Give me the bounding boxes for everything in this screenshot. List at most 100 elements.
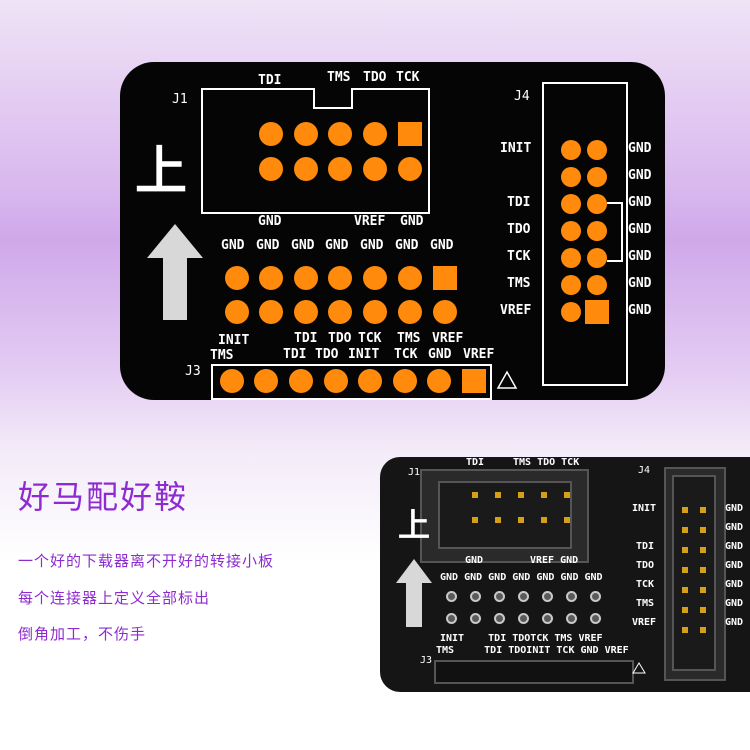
j1-label-tdi: TDI <box>258 73 282 88</box>
photo-j4-right: GND <box>725 598 744 609</box>
board-photo: J1 TDI TMS TDO TCK 上 GND VREF GND GND GN… <box>380 457 750 692</box>
j3-label-init: INIT <box>348 347 380 362</box>
photo-j3-ref: J3 <box>420 655 433 666</box>
j4-right-label: GND <box>628 276 652 291</box>
pin1-triangle-icon <box>496 370 518 389</box>
j2-label-vref: VREF <box>432 331 464 346</box>
j4-pad <box>561 302 581 322</box>
j4-left-label: TCK <box>507 249 531 264</box>
j2-gnd-label: GND <box>395 238 419 253</box>
j2-label-init: INIT <box>218 333 250 348</box>
photo-row-b: TMS TDI TDOINIT TCK GND VREF <box>436 645 629 656</box>
photo-j4-left: INIT <box>632 503 657 514</box>
j2-pad <box>328 266 352 290</box>
photo-j3-header <box>434 660 634 684</box>
j1-pad <box>398 157 422 181</box>
j3-pad <box>220 369 244 393</box>
photo-up-arrow-icon <box>396 559 432 627</box>
j3-outline <box>211 364 492 400</box>
j4-pad <box>561 194 581 214</box>
j1-pad <box>259 157 283 181</box>
j4-right-label: GND <box>628 303 652 318</box>
j2-label-tck: TCK <box>358 331 382 346</box>
j1-pad <box>363 157 387 181</box>
j2-pad <box>225 266 249 290</box>
j1-key-notch <box>313 88 353 109</box>
j4-right-label: GND <box>628 195 652 210</box>
description-line-1: 一个好的下载器离不开好的转接小板 <box>18 552 275 570</box>
j4-left-label: TMS <box>507 276 531 291</box>
photo-j4-left: VREF <box>632 617 657 628</box>
up-arrow-icon <box>147 224 203 320</box>
j1-label-gnd: GND <box>258 214 282 229</box>
j3-pad <box>324 369 348 393</box>
photo-j4-right: GND <box>725 503 744 514</box>
j1-label-gnd2: GND <box>400 214 424 229</box>
j2-pad <box>225 300 249 324</box>
j2-pad <box>328 300 352 324</box>
j1-label-vref: VREF <box>354 214 386 229</box>
j4-key-notch <box>607 202 623 262</box>
photo-j1-ref: J1 <box>408 467 421 478</box>
photo-j1-gnd: GND <box>465 555 484 566</box>
up-glyph: 上 <box>135 142 188 202</box>
j4-pad <box>587 194 607 214</box>
j3-pad <box>427 369 451 393</box>
j4-left-label: INIT <box>500 141 532 156</box>
j2-gnd-label: GND <box>325 238 349 253</box>
pcb-board: J1 TDI TMS TDO TCK GND VREF GND 上 GND GN… <box>120 62 665 400</box>
j1-pad <box>294 122 318 146</box>
j4-left-label: VREF <box>500 303 532 318</box>
j4-right-label: GND <box>628 168 652 183</box>
j4-left-label: TDI <box>507 195 531 210</box>
j2-gnd-label: GND <box>221 238 245 253</box>
photo-j1-vref-gnd: VREF GND <box>530 555 579 566</box>
j2-pad <box>259 266 283 290</box>
j3-label-tdo: TDO <box>315 347 339 362</box>
j4-pad <box>561 140 581 160</box>
photo-pin1-triangle-icon <box>632 662 646 674</box>
j2-pad <box>294 266 318 290</box>
j4-left-label: TDO <box>507 222 531 237</box>
photo-label-tms-tdo-tck: TMS TDO TCK <box>513 457 580 468</box>
j1-pad <box>259 122 283 146</box>
j3-pad <box>358 369 382 393</box>
j2-label-tdo: TDO <box>328 331 352 346</box>
photo-j4-left: TDO <box>636 560 655 571</box>
j4-pad <box>561 248 581 268</box>
j4-pad <box>587 221 607 241</box>
j1-label-tck: TCK <box>396 70 420 85</box>
j2-gnd-label: GND <box>291 238 315 253</box>
j1-pad <box>328 122 352 146</box>
description-line-3: 倒角加工，不伤手 <box>18 625 147 643</box>
j1-pad-1 <box>398 122 422 146</box>
photo-j4-left: TCK <box>636 579 655 590</box>
j4-pad <box>587 275 607 295</box>
j3-pad-1 <box>462 369 486 393</box>
photo-j4-header <box>664 467 726 681</box>
j2-pad <box>398 266 422 290</box>
headline: 好马配好鞍 <box>18 478 189 516</box>
j1-ref: J1 <box>172 92 188 107</box>
j4-ref: J4 <box>514 89 530 104</box>
photo-j4-right: GND <box>725 560 744 571</box>
photo-j4-right: GND <box>725 522 744 533</box>
j1-pad <box>294 157 318 181</box>
photo-j4-right: GND <box>725 541 744 552</box>
j2-label-tdi: TDI <box>294 331 318 346</box>
photo-j4-left: TMS <box>636 598 655 609</box>
j1-pad <box>363 122 387 146</box>
j3-pad <box>254 369 278 393</box>
photo-j1-header <box>420 469 589 563</box>
j3-pad <box>393 369 417 393</box>
j3-label-tck: TCK <box>394 347 418 362</box>
photo-gnd-row: GND GND GND GND GND GND GND <box>440 572 603 583</box>
j3-label-tms: TMS <box>210 348 234 363</box>
j1-label-tdo: TDO <box>363 70 387 85</box>
j4-outline <box>542 82 628 386</box>
j2-pad <box>398 300 422 324</box>
j1-pad <box>328 157 352 181</box>
photo-up-glyph: 上 <box>398 506 431 544</box>
description-line-2: 每个连接器上定义全部标出 <box>18 589 211 607</box>
j4-pad <box>561 221 581 241</box>
